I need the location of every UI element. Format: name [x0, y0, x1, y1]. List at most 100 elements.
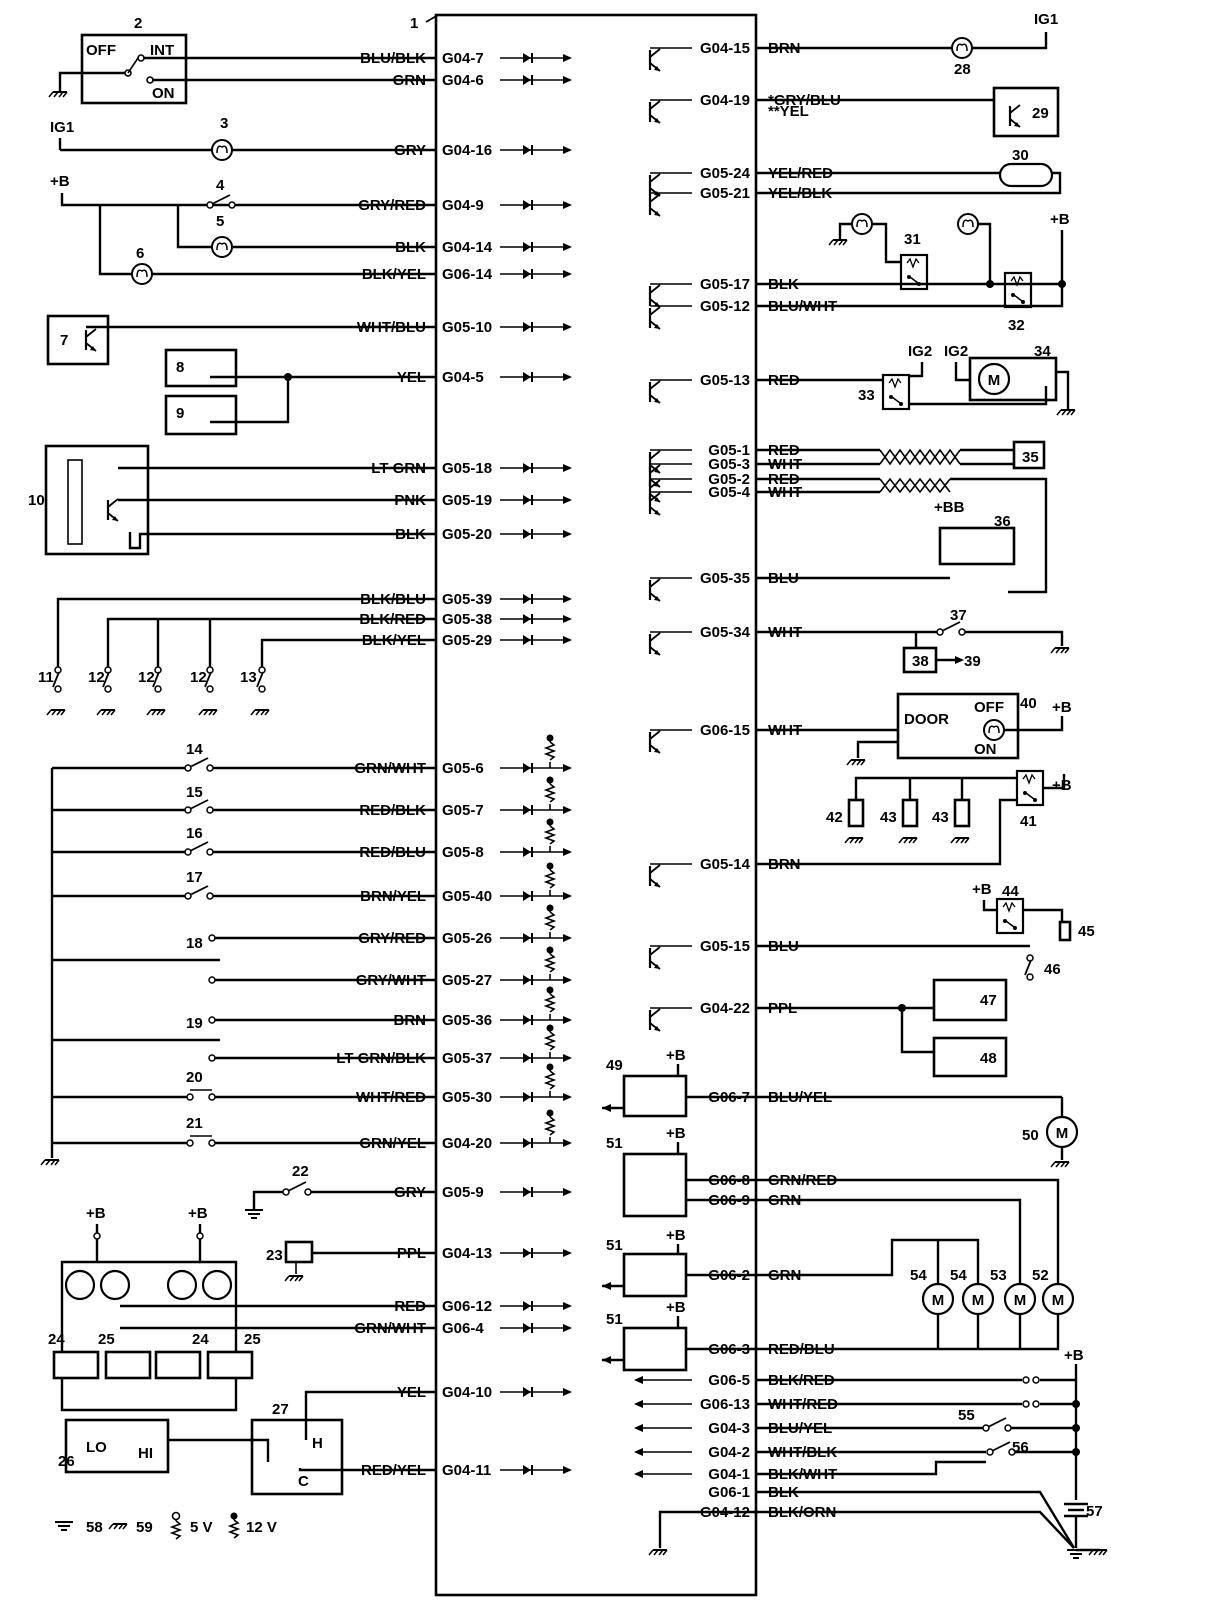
component-number: 23: [266, 1247, 283, 1264]
right-pin-label: G06-13: [700, 1396, 750, 1413]
left-pin-label: G05-36: [442, 1012, 492, 1029]
b-bat-label: +B: [1064, 1347, 1084, 1364]
indicator-3: IG1: [50, 119, 436, 161]
hi-label: HI: [138, 1445, 153, 1462]
right-pin-label: G04-1: [708, 1466, 750, 1483]
component-number: 53: [990, 1267, 1007, 1284]
right-pin-circuit: [634, 1400, 692, 1408]
right-pin-label: G06-1: [708, 1484, 750, 1501]
component-number: 28: [954, 61, 971, 78]
right-pin-circuit: [648, 463, 692, 489]
right-pin-label: G05-4: [708, 484, 750, 501]
component-number: 51: [606, 1135, 623, 1152]
right-pin-label: G05-1: [708, 442, 750, 459]
left-pin-label: G06-12: [442, 1298, 492, 1315]
right-pin-circuit: [648, 283, 692, 309]
component-number: 47: [980, 992, 997, 1009]
right-pin-circuit: [648, 1007, 692, 1033]
left-pin-circuit: [500, 321, 572, 333]
left-pin-label: G05-8: [442, 844, 484, 861]
left-pin-label: G05-18: [442, 460, 492, 477]
left-pin-label: G04-13: [442, 1245, 492, 1262]
b-49-label: +B: [666, 1047, 686, 1064]
left-pin-label: G05-7: [442, 802, 484, 819]
right-pin-circuit: [648, 491, 692, 517]
receiver-10: [44, 444, 436, 556]
right-pin-label: G04-19: [700, 92, 750, 109]
left-pin-circuit: [500, 1386, 572, 1398]
right-pin-circuit: [648, 192, 692, 218]
alt-wire-g04-19: **YEL: [768, 103, 809, 120]
component-number: 46: [1044, 961, 1061, 978]
left-pin-circuit: [500, 1186, 572, 1198]
right-pin-circuit: [648, 478, 692, 504]
left-pin-circuit: [500, 1300, 572, 1312]
right-pin-circuit: [648, 172, 692, 198]
right-pin-label: G05-17: [700, 276, 750, 293]
left-pin-circuit: [500, 987, 572, 1026]
component-number: 4: [216, 177, 225, 194]
component-number: 54: [950, 1267, 967, 1284]
left-pin-label: G05-19: [442, 492, 492, 509]
right-pin-circuit: [634, 1448, 692, 1456]
left-pin-circuit: [500, 819, 572, 858]
component-number: 21: [186, 1115, 203, 1132]
right-pin-label: G05-15: [700, 938, 750, 955]
left-pin-circuit: [500, 1025, 572, 1064]
right-pin-label: G05-34: [700, 624, 751, 641]
left-pin-circuit: [500, 268, 572, 280]
left-pin-label: G05-37: [442, 1050, 492, 1067]
switch-on-label: ON: [152, 85, 175, 102]
component-number: 25: [244, 1331, 261, 1348]
left-pin-label: G05-38: [442, 611, 492, 628]
left-pin-label: G05-6: [442, 760, 484, 777]
component-number: 16: [186, 825, 203, 842]
component-number: 49: [606, 1057, 623, 1074]
left-pin-label: G04-6: [442, 72, 484, 89]
component-number: 8: [176, 359, 184, 376]
b-right-4-label: +B: [972, 881, 992, 898]
left-pin-circuit: [500, 74, 572, 86]
component-number: 48: [980, 1050, 997, 1067]
b1-label: +B: [50, 173, 70, 190]
left-pin-label: G06-14: [442, 266, 493, 283]
left-pin-circuit: [500, 144, 572, 156]
legend-59: 59: [136, 1519, 153, 1536]
left-pin-circuit: [500, 1110, 572, 1149]
right-pin-label: G05-13: [700, 372, 750, 389]
component-number: 2: [134, 15, 142, 32]
component-number: 13: [240, 669, 257, 686]
component-number: 9: [176, 405, 184, 422]
switch-22-sensor-23: [244, 1181, 436, 1282]
component-number: 43: [932, 809, 949, 826]
left-pin-circuit: [500, 494, 572, 506]
legend-12v: 12 V: [246, 1519, 277, 1536]
component-number: 43: [880, 809, 897, 826]
right-pin-label: G05-35: [700, 570, 750, 587]
component-number: 34: [1034, 343, 1051, 360]
left-pin-circuit: [500, 905, 572, 944]
left-pin-label: G04-16: [442, 142, 492, 159]
left-pin-label: G04-10: [442, 1384, 492, 1401]
right-pin-circuit: [648, 945, 692, 971]
b-right-1-label: +B: [1050, 211, 1070, 228]
right-pin-label: G05-21: [700, 185, 750, 202]
ig1-right-label: IG1: [1034, 11, 1058, 28]
left-pin-label: G04-20: [442, 1135, 492, 1152]
right-pin-label: G04-3: [708, 1420, 750, 1437]
left-pin-circuit: [500, 1322, 572, 1334]
component-number: 35: [1022, 449, 1039, 466]
right-pin-circuit: [648, 99, 692, 125]
component-number: 10: [28, 492, 45, 509]
component-number: 39: [964, 653, 981, 670]
switches-4-5-6: +B: [50, 173, 436, 285]
right-pin-label: G05-14: [700, 856, 751, 873]
right-components: IG1 +B IG2 IG2: [648, 11, 1108, 1559]
component-number: 7: [60, 332, 68, 349]
component-number: 26: [58, 1453, 75, 1470]
right-pin-label: G04-22: [700, 1000, 750, 1017]
switch-int-label: INT: [150, 42, 174, 59]
left-pin-label: G05-10: [442, 319, 492, 336]
b-right-3-label: +B: [1052, 777, 1072, 794]
